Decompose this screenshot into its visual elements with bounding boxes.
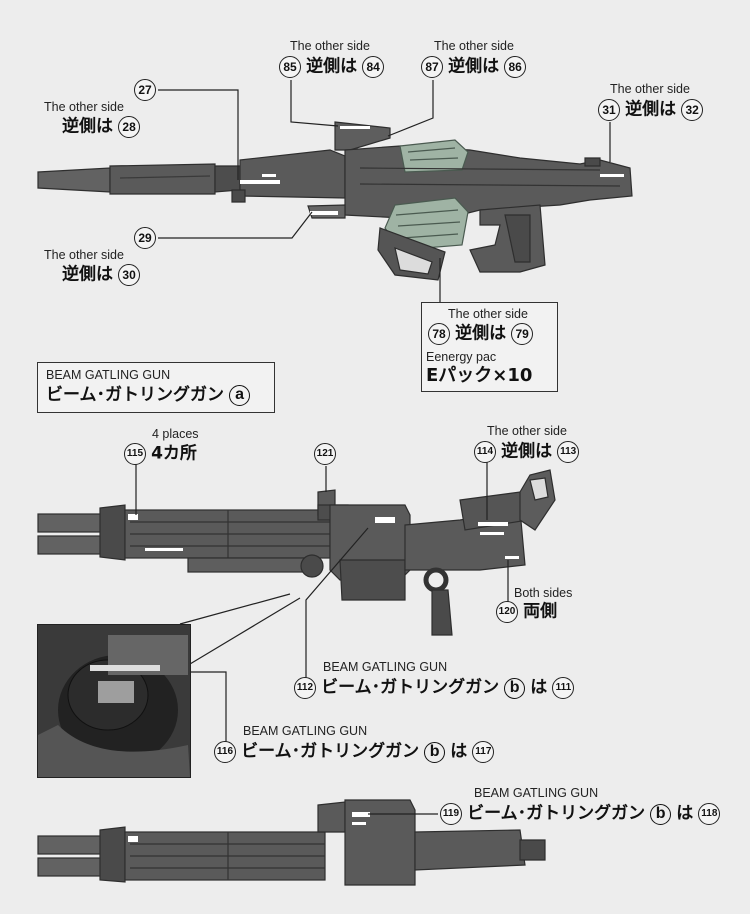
part-115-label: 115 4カ所 (124, 443, 197, 465)
other-side-en-78: The other side (448, 307, 528, 321)
gatling-b-jp-116: ビーム･ガトリングガン (241, 741, 420, 762)
gyaku-85-label: 85 逆側は 84 (279, 56, 385, 78)
part-number-87: 87 (421, 56, 443, 78)
part-number-31: 31 (598, 99, 620, 121)
part-number-29: 29 (134, 227, 156, 249)
part-number-112: 112 (294, 677, 316, 699)
gatling-b-jp-119: ビーム･ガトリングガン (467, 803, 646, 824)
part-number-115: 115 (124, 443, 146, 465)
variant-b-badge-116: b (424, 741, 446, 763)
part-number-120: 120 (496, 601, 518, 623)
detail-photo-image (38, 625, 190, 777)
gatling-b-label-119: 119 ビーム･ガトリングガン b は 118 (440, 803, 721, 825)
gatling-a-title-box: BEAM GATLING GUN ビーム･ガトリングガン a (37, 362, 275, 413)
gatling-a-title-en: BEAM GATLING GUN (46, 368, 171, 382)
ha-112: は (530, 677, 548, 698)
gyaku-114-text: 逆側は (501, 441, 553, 462)
gatling-gun-b (37, 799, 546, 886)
gyaku-28-label: 逆側は 28 (62, 116, 141, 138)
gatling-a-title-jp-row: ビーム･ガトリングガン a (46, 385, 251, 406)
part-number-27: 27 (134, 79, 156, 101)
part-number-78: 78 (428, 323, 450, 345)
part-number-111: 111 (552, 677, 575, 699)
part-number-114: 114 (474, 441, 496, 463)
part-number-28: 28 (118, 116, 141, 138)
ha-116: は (450, 741, 468, 762)
gatling-b-en-112: BEAM GATLING GUN (323, 660, 448, 674)
gyaku-85-text: 逆側は (306, 56, 358, 77)
part-number-121: 121 (314, 443, 336, 465)
other-side-en-31: The other side (610, 82, 690, 96)
part-number-30: 30 (118, 264, 141, 286)
both-sides-jp: 両側 (523, 601, 558, 622)
epack-label-box: The other side 78 逆側は 79 Eenergy pac Eパッ… (421, 302, 558, 392)
gatling-b-en-119: BEAM GATLING GUN (474, 786, 599, 800)
gatling-b-label-112: 112 ビーム･ガトリングガン b は 111 (294, 677, 575, 699)
part-number-86: 86 (504, 56, 527, 78)
gatling-gun-a (37, 469, 556, 636)
leader-lines (90, 80, 611, 815)
both-sides-en: Both sides (514, 586, 573, 600)
gyaku-114-label: 114 逆側は 113 (474, 441, 580, 463)
part-27-label: 27 (134, 79, 156, 101)
variant-a-badge: a (229, 385, 251, 406)
four-places-jp: 4カ所 (151, 443, 197, 464)
variant-b-badge-119: b (650, 803, 672, 825)
gyaku-28-text: 逆側は (62, 116, 113, 137)
rifle-sticker-marks (240, 126, 624, 215)
part-number-85: 85 (279, 56, 301, 78)
four-places-en: 4 places (152, 427, 199, 441)
gyaku-78-label: 78 逆側は 79 (428, 323, 534, 345)
other-side-en-85: The other side (290, 39, 370, 53)
variant-b-badge-112: b (504, 677, 526, 699)
part-number-117: 117 (472, 741, 495, 763)
gatling-a-sticker-marks (128, 514, 519, 559)
gatling-b-jp-112: ビーム･ガトリングガン (321, 677, 500, 698)
detail-photo (37, 624, 191, 778)
gyaku-87-text: 逆側は (448, 56, 500, 77)
other-side-en-87: The other side (434, 39, 514, 53)
part-number-113: 113 (557, 441, 580, 463)
beam-rifle (37, 121, 633, 281)
other-side-en-28: The other side (44, 100, 124, 114)
part-number-119: 119 (440, 803, 462, 825)
part-120-label: 120 両側 (496, 601, 557, 623)
other-side-en-30: The other side (44, 248, 124, 262)
part-number-79: 79 (511, 323, 534, 345)
part-number-116: 116 (214, 741, 236, 763)
gyaku-31-label: 31 逆側は 32 (598, 99, 704, 121)
epack-jp: Eパック×10 (426, 365, 533, 386)
part-29-label: 29 (134, 227, 156, 249)
gyaku-78-text: 逆側は (455, 323, 507, 344)
gatling-b-en-116: BEAM GATLING GUN (243, 724, 368, 738)
gatling-b-label-116: 116 ビーム･ガトリングガン b は 117 (214, 741, 495, 763)
gyaku-30-text: 逆側は (62, 264, 113, 285)
part-number-118: 118 (698, 803, 721, 825)
part-number-84: 84 (362, 56, 385, 78)
gyaku-31-text: 逆側は (625, 99, 677, 120)
part-121-label: 121 (314, 443, 336, 465)
part-number-32: 32 (681, 99, 704, 121)
gyaku-87-label: 87 逆側は 86 (421, 56, 527, 78)
gatling-b-sticker-marks (128, 812, 370, 842)
ha-119: は (676, 803, 694, 824)
epack-en: Eenergy pac (426, 350, 497, 364)
gatling-a-title-jp: ビーム･ガトリングガン (46, 385, 224, 405)
other-side-en-114: The other side (487, 424, 567, 438)
gyaku-30-label: 逆側は 30 (62, 264, 141, 286)
